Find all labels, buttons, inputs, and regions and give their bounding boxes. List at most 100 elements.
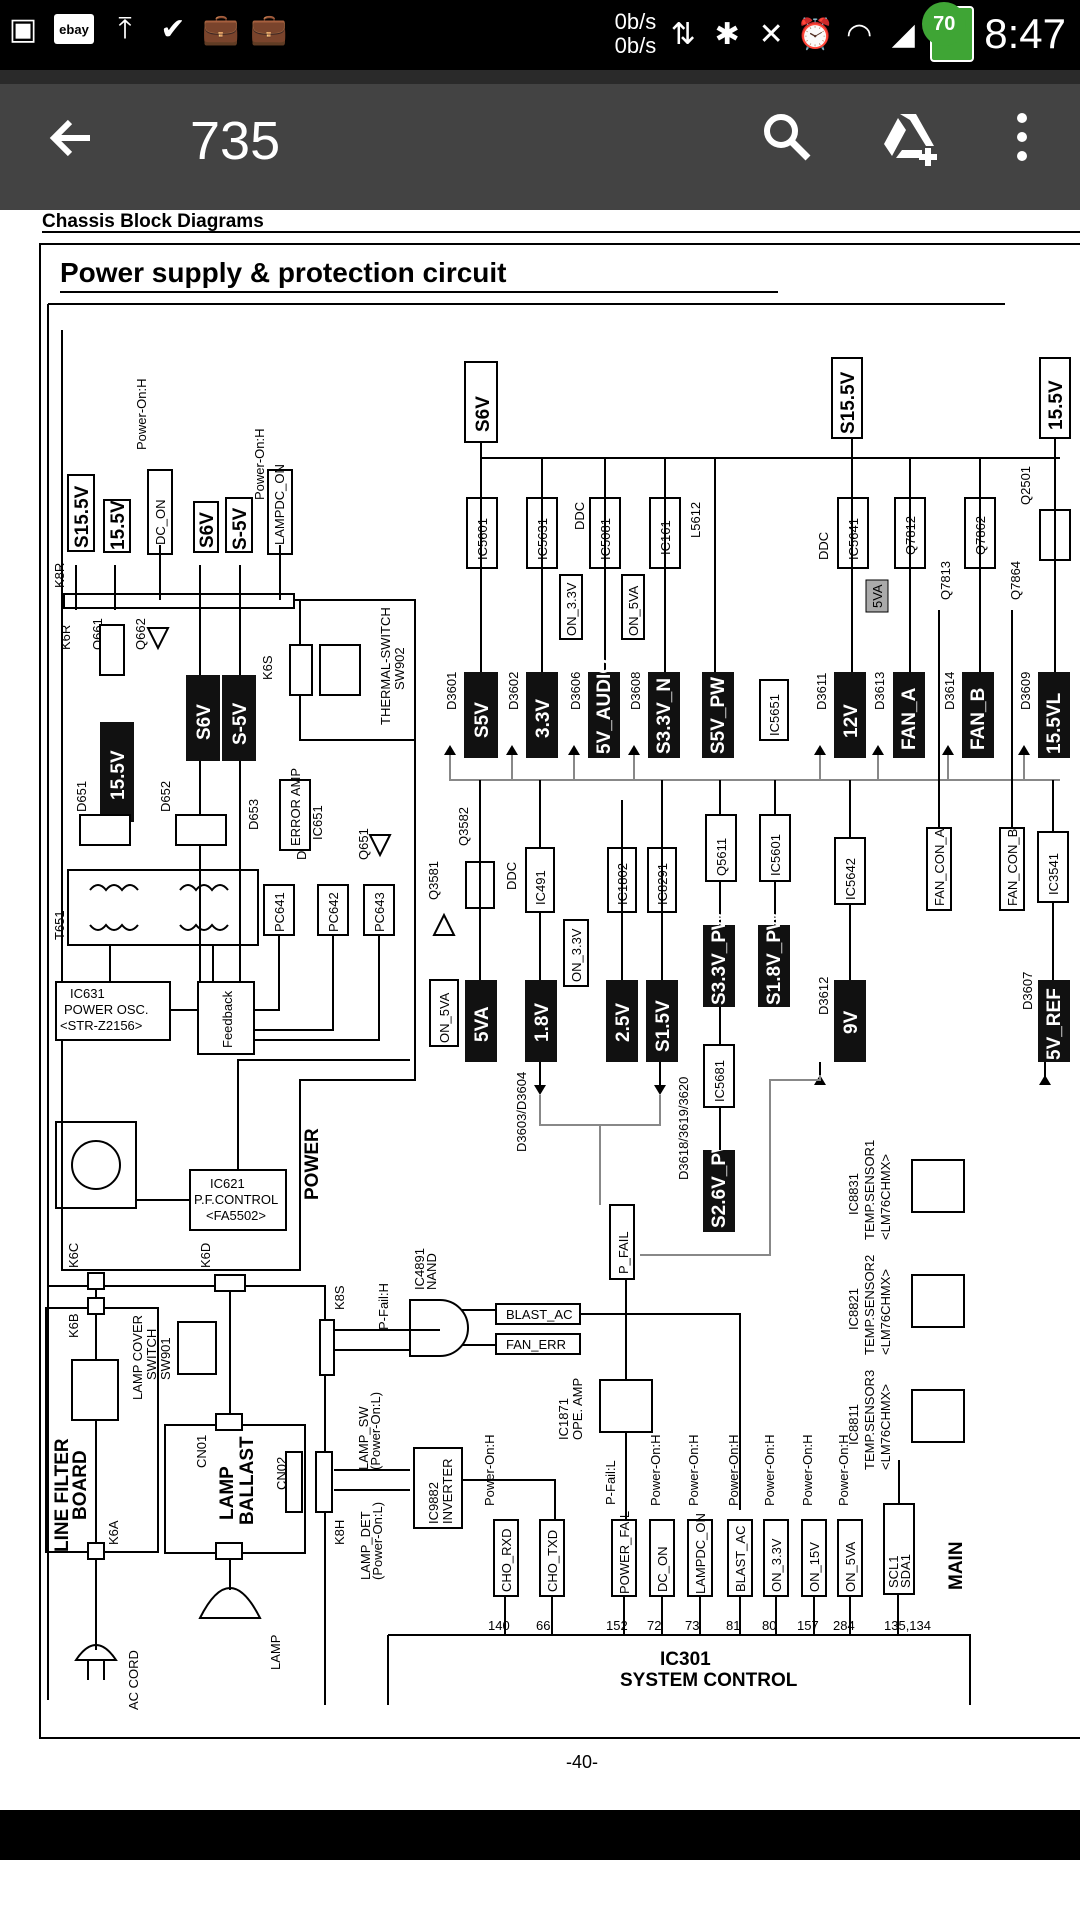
power-on-h-33v: Power-On:H: [762, 1434, 777, 1506]
rail-s1v8-pw: S1.8V_PW: [764, 912, 785, 1005]
bottom-page-edge: [0, 1860, 1080, 1920]
lamp-cover: LAMP COVER: [130, 1315, 145, 1400]
scl1: SCL1: [886, 1555, 901, 1588]
pc641: PC641: [272, 892, 287, 932]
gallery-icon: ▣: [8, 12, 38, 46]
label-k8r-s155v: S15.5V: [72, 485, 93, 548]
rail-wiring: [75, 438, 1060, 1018]
rail-s3v3-pw: S3.3V_PW: [709, 912, 730, 1005]
q2501: Q2501: [1018, 466, 1033, 505]
rail-fan-b: FAN_B: [968, 688, 989, 750]
power-on-h-15v: Power-On:H: [800, 1434, 815, 1506]
label-sw902: SW902: [392, 647, 407, 690]
briefcase-check-icon: 💼: [202, 12, 240, 46]
app-bar: 735: [0, 70, 1080, 210]
page-number: -40-: [566, 1752, 598, 1772]
sig-on-5va: ON_5VA: [843, 1541, 858, 1592]
lamp: LAMP: [268, 1635, 283, 1670]
q3581: Q3581: [426, 861, 441, 900]
net-down-text: 0b/s: [614, 33, 657, 58]
search-icon[interactable]: [760, 110, 814, 176]
label-s155v-top: S15.5V: [838, 371, 859, 434]
lamp-ballast-2: BALLAST: [237, 1436, 258, 1525]
main-label: MAIN: [946, 1541, 967, 1590]
d3606: D3606: [568, 672, 583, 710]
pc643: PC643: [372, 892, 387, 932]
line-filter-board: BOARD: [70, 1450, 91, 1520]
ic5681: IC5681: [712, 1060, 727, 1102]
rail-1v8: 1.8V: [532, 1003, 553, 1042]
top-rail-labels: S6V S15.5V 15.5V: [464, 357, 1071, 443]
label-5va-small: 5VA: [870, 584, 885, 608]
network-speed: 0b/s 0b/s: [615, 10, 657, 58]
d3603-d3604: D3603/D3604: [514, 1072, 529, 1152]
signal-icon: ◢: [891, 17, 915, 51]
upload-icon: ⤒: [118, 12, 132, 45]
fa5502: <FA5502>: [206, 1208, 266, 1223]
d653: D653: [246, 799, 261, 830]
label-ddc-1: DDC: [572, 502, 587, 530]
label-s6v-top: S6V: [473, 396, 494, 432]
rail-9v: 9V: [841, 1010, 862, 1034]
power-main-divider: [48, 1285, 326, 1705]
sig-blast-ac: BLAST_AC: [733, 1526, 748, 1592]
drive-add-icon[interactable]: [882, 110, 940, 180]
net-up-text: 0b/s: [614, 9, 657, 34]
sig-on-33v: ON_3.3V: [769, 1538, 784, 1592]
label-q662: Q662: [133, 618, 148, 650]
pin-284: 284: [833, 1618, 855, 1633]
bus-155v: 15.5V: [108, 750, 129, 800]
d652: D652: [158, 781, 173, 812]
rail-s3v3-n: S3.3V_N: [654, 678, 675, 754]
label-on5va-mid: ON_5VA: [437, 992, 452, 1043]
logic-section: P-Fail:H IC4891 NAND BLAST_AC FAN_ERR IC…: [356, 1248, 741, 1580]
sig-lampdc-on: LAMPDC_ON: [693, 1513, 708, 1594]
blast-ac-label: BLAST_AC: [506, 1307, 572, 1322]
top-ic-row: IC5601 IC5631 IC5081 IC161 L5612 IC5641 …: [466, 466, 1071, 640]
battery-icon: 70: [922, 2, 975, 62]
lamp-sw: LAMP_SW: [356, 1406, 371, 1470]
error-amp: ERROR AMP: [288, 768, 303, 846]
k6d: K6D: [198, 1243, 213, 1268]
label-k6r: K6R: [58, 625, 73, 650]
rail-5v-audio: 5V_AUDIO: [594, 659, 615, 754]
pin-140: 140: [488, 1618, 510, 1633]
ic301: IC301: [660, 1649, 711, 1670]
ic5601b: IC5601: [768, 834, 783, 876]
overflow-menu-icon[interactable]: [1010, 110, 1034, 176]
d3613: D3613: [872, 672, 887, 710]
schematic-diagram: .ln{stroke:#000;stroke-width:2;fill:none…: [39, 211, 1080, 1772]
pin-73: 73: [685, 1618, 699, 1633]
line-filter-ballast: LINE FILTER BOARD K6C K6D K6B K6A K8S K8…: [45, 1243, 410, 1710]
sda1: SDA1: [898, 1554, 913, 1588]
p-fail-l: P-Fail:L: [603, 1460, 618, 1505]
ic5641: IC5641: [846, 518, 861, 560]
q7813: Q7813: [938, 561, 953, 600]
document-page[interactable]: .ln{stroke:#000;stroke-width:2;fill:none…: [0, 210, 1080, 1810]
upper-rails: S5V 3.3V 5V_AUDIO S3.3V_N S5V_PW 12V FAN…: [464, 659, 1070, 758]
k8r-connector: [63, 593, 295, 609]
arrow-back-icon[interactable]: [46, 112, 98, 174]
feedback: Feedback: [220, 990, 235, 1048]
pin-157: 157: [797, 1618, 819, 1633]
q3582: Q3582: [456, 807, 471, 846]
label-ddc-2: DDC: [816, 532, 831, 560]
lamp-cover-switch: SWITCH: [144, 1329, 159, 1380]
label-on5va-top: ON_5VA: [626, 585, 641, 636]
lamp-det: LAMP_DET: [358, 1511, 373, 1580]
str-z2156: <STR-Z2156>: [60, 1018, 142, 1033]
power-label: POWER: [302, 1128, 323, 1200]
ic5651: IC5651: [767, 694, 782, 736]
notification-icons: ▣ ebay ⤒ ✔ 💼 💼: [6, 12, 288, 46]
power-on-h-lamp: Power-On:H: [686, 1434, 701, 1506]
d3607: D3607: [1020, 972, 1035, 1010]
d3611: D3611: [814, 673, 829, 710]
q662-buffer: [146, 627, 170, 651]
briefcase-upload-icon: 💼: [250, 12, 288, 46]
power-on-h-pf: Power-On:H: [482, 1434, 497, 1506]
t651: T651: [52, 910, 67, 940]
d3608: D3608: [628, 672, 643, 710]
data-arrows-icon: ⇅: [670, 17, 696, 51]
diode-labels: D3601 D3602 D3606 D3608 D3611 D3613 D361…: [444, 672, 1060, 781]
label-k6s: K6S: [260, 655, 275, 680]
